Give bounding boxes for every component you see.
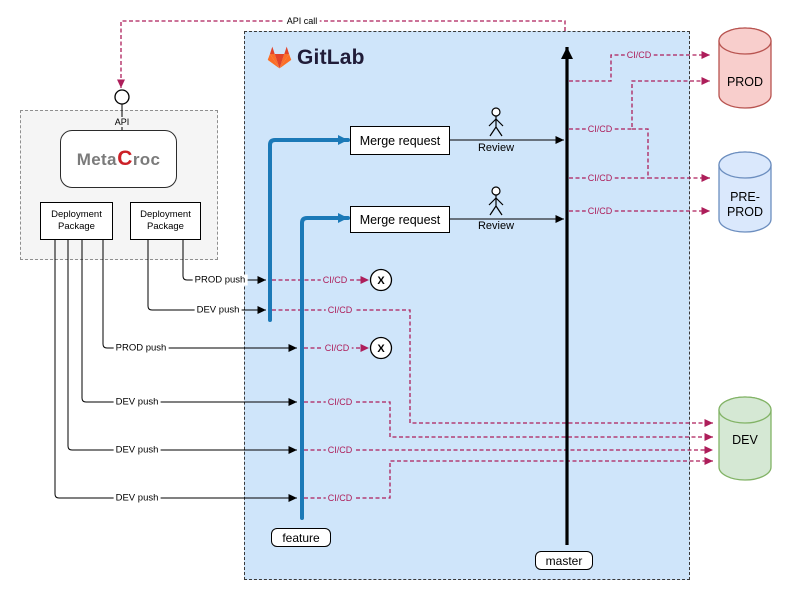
gitlab-title: GitLab	[297, 45, 365, 69]
push-label-4: DEV push	[113, 396, 161, 408]
deployment-package-node-2: Deployment Package	[130, 202, 201, 240]
cicd-label: CI/CD	[325, 397, 355, 407]
leg-prod-push-1	[182, 240, 266, 284]
gitlab-group-box	[244, 31, 690, 580]
dp2-line2: Package	[147, 221, 184, 232]
cicd-label: CI/CD	[325, 305, 355, 315]
croc-icon: C	[117, 147, 133, 170]
leg-dev-push-1	[147, 240, 266, 314]
cicd-master-to-prod-1	[569, 51, 710, 82]
cicd-label: CI/CD	[585, 206, 615, 216]
merge-request-node-1: Merge request	[350, 126, 450, 155]
cicd-dev-push-2	[304, 401, 713, 441]
dev-database	[718, 396, 772, 481]
merge-request-node-2: Merge request	[350, 206, 450, 233]
dp1-line1: Deployment	[51, 208, 102, 220]
leg-dev-push-4	[54, 240, 297, 502]
dp2-line1: Deployment	[140, 208, 191, 220]
feature-branch-line-2	[300, 213, 350, 520]
api-interface-icon	[114, 89, 130, 105]
cicd-label: CI/CD	[624, 50, 654, 60]
pipeline-failed-x: X	[377, 342, 385, 355]
leg-dev-push-3	[67, 240, 297, 454]
leg-prod-push-2	[102, 240, 297, 352]
feature-branch-line-1	[268, 135, 350, 322]
prod-database	[718, 27, 772, 109]
pipeline-failed-x: X	[377, 274, 385, 287]
gitlab-logo: GitLab	[266, 45, 365, 70]
cicd-label: CI/CD	[320, 275, 350, 285]
pipeline-failed-icon	[369, 268, 393, 292]
review-label-1: Review	[475, 142, 517, 154]
cicd-master-to-preprod-1	[632, 128, 710, 182]
api-call-line	[117, 20, 566, 88]
dev-label: DEV	[732, 433, 758, 447]
reviewer-icon	[488, 186, 504, 216]
leg-dev-push-2	[81, 240, 297, 406]
cicd-label: CI/CD	[585, 124, 615, 134]
preprod-label: PRE-PROD	[726, 190, 764, 219]
pipeline-failed-icon	[369, 336, 393, 360]
master-branch-tag: master	[535, 551, 593, 570]
reviewer-icon	[488, 107, 504, 137]
review-label-2: Review	[475, 220, 517, 232]
deployment-package-node-1: Deployment Package	[40, 202, 113, 240]
feature-branch-tag: feature	[271, 528, 331, 547]
gitlab-tanuki-icon	[267, 46, 292, 69]
preprod-database	[718, 151, 772, 233]
api-call-label: API call	[284, 16, 320, 26]
push-label-1: PROD push	[192, 274, 248, 286]
push-label-5: DEV push	[113, 444, 161, 456]
api-interface-label: API	[112, 117, 132, 127]
cicd-label: CI/CD	[322, 343, 352, 353]
push-label-6: DEV push	[113, 492, 161, 504]
prod-label: PROD	[726, 75, 764, 89]
metacroc-prefix: Meta	[76, 150, 117, 169]
push-label-3: PROD push	[113, 342, 169, 354]
metacroc-node: MetaCroc	[60, 130, 177, 188]
cicd-master-to-prod-2	[569, 77, 710, 130]
cicd-dev-push-4	[304, 457, 713, 499]
cicd-label: CI/CD	[325, 445, 355, 455]
metacroc-wordmark: MetaCroc	[77, 147, 160, 171]
cicd-label: CI/CD	[585, 173, 615, 183]
cicd-label: CI/CD	[325, 493, 355, 503]
push-label-2: DEV push	[194, 304, 242, 316]
metacroc-suffix: roc	[132, 150, 161, 169]
dp1-line2: Package	[58, 221, 95, 232]
